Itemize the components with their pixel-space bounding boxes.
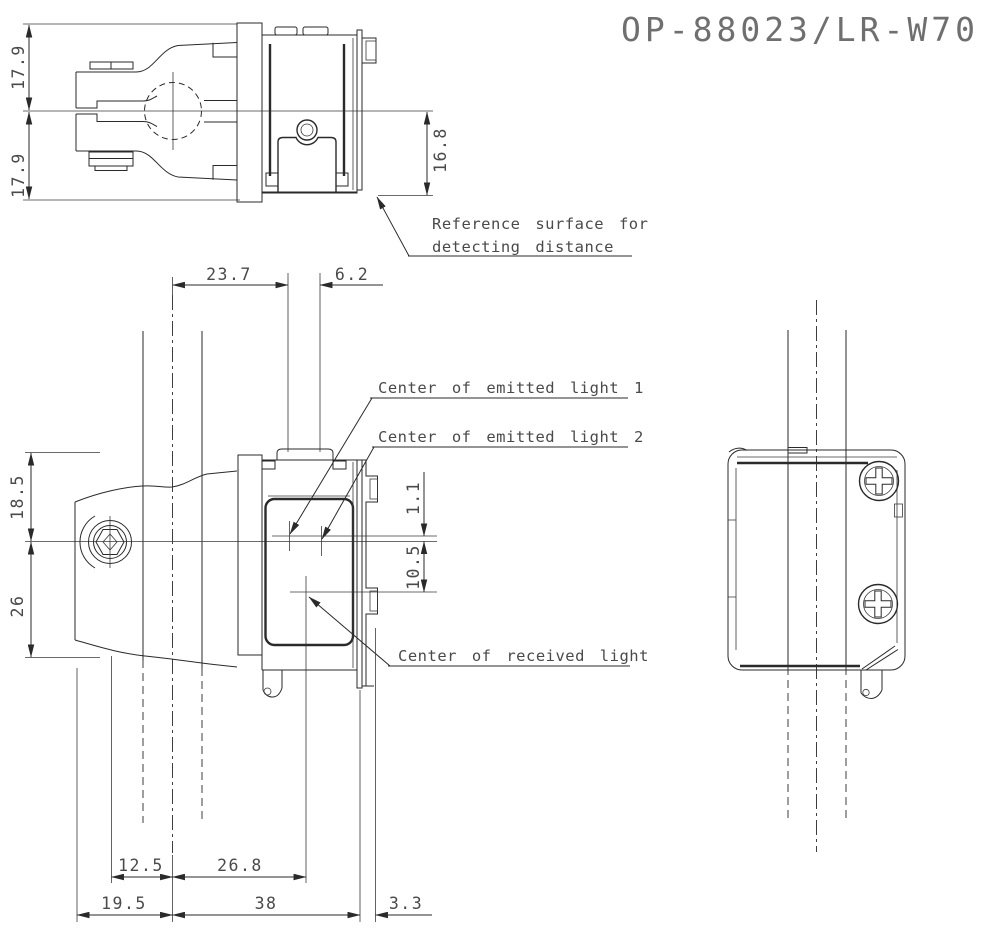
label-emitted-light-2: Center of emitted light 2 [378,428,644,446]
side-bottom-cable [860,670,883,700]
reference-surface-annotation: Reference surface for detecting distance [376,196,648,257]
dim-lower-26: 26 [8,595,27,618]
top-view-dimensions: 17.9 17.9 16.8 [9,24,450,200]
drawing-title: OP-88023/LR-W70 [621,10,979,49]
light-center-annotations: Center of emitted light 1 Center of emit… [289,379,649,667]
label-reference-surface-2: detecting distance [432,238,614,256]
front-left-dimensions: 18.5 26 [8,452,100,658]
pole-lines-front [142,277,203,922]
dim-edge-pole-19-5: 19.5 [101,894,147,913]
pole-lines-side [787,300,847,852]
label-received-light: Center of received light [398,647,649,665]
bottom-cable [262,670,283,698]
dim-beam-offset-1-1: 1.1 [404,481,423,515]
dim-top-lower-17-9: 17.9 [9,152,28,198]
mounting-bracket-top-view [75,42,238,181]
cable-gland [276,448,334,460]
phillips-screw-top [858,460,900,502]
mounting-plate-front-view [237,454,263,656]
dim-receiver-10-5: 10.5 [404,544,423,590]
sensor-body-top-view [261,26,377,194]
dim-pole-receiver-26-8: 26.8 [217,856,263,875]
mounting-bracket-front-view [74,470,238,668]
top-view: 17.9 17.9 16.8 Reference surface for det… [9,22,648,257]
sensor-body-front-view [261,448,378,698]
side-view [727,300,906,852]
mounting-plate-top-view [236,22,263,203]
dim-emitter1-23-7: 23.7 [206,265,252,284]
dim-rear-3-3: 3.3 [389,894,423,913]
dim-emitter-spacing-6-2: 6.2 [335,265,369,284]
sensor-body-side-view [727,447,906,700]
dim-screw-pole-12-5: 12.5 [118,856,164,875]
beam-offset-dimensions: 1.1 10.5 [404,472,428,593]
dim-top-upper-17-9: 17.9 [9,44,28,90]
dim-upper-18-5: 18.5 [8,474,27,520]
phillips-screw-bottom [857,583,899,625]
dim-body-16-8: 16.8 [431,127,450,173]
corner-chamfer [861,645,899,671]
cable-extension-lines [287,273,321,452]
front-view: 23.7 6.2 [8,265,649,922]
dim-pole-rear-38: 38 [255,894,278,913]
adjuster-screw-top-view [296,119,318,141]
label-reference-surface-1: Reference surface for [432,215,648,233]
front-top-dimensions: 23.7 6.2 [171,265,383,452]
label-emitted-light-1: Center of emitted light 1 [378,379,644,397]
rear-mount-profile [362,459,378,687]
front-bottom-dimensions: 12.5 26.8 19.5 38 3.3 [76,628,432,922]
top-view-extension-lines [23,23,433,201]
connector-top-view [361,37,377,64]
